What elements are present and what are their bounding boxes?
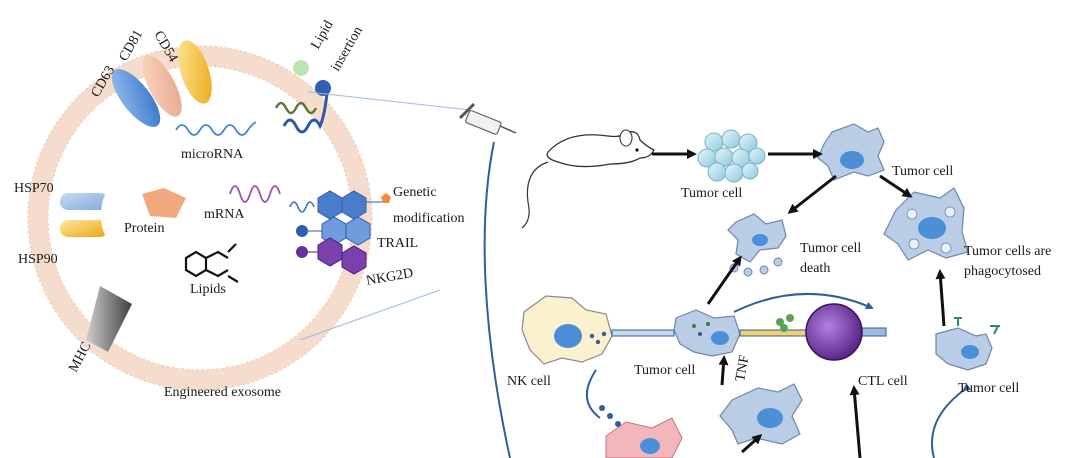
arrow-ctl-loop bbox=[733, 292, 874, 313]
exosome bbox=[27, 40, 391, 391]
guide-line-bottom bbox=[299, 289, 441, 341]
dendritic-cell-icon bbox=[599, 405, 683, 458]
lipid-label-line2: insertion bbox=[328, 24, 365, 74]
receptor-bridges bbox=[611, 314, 887, 337]
lipid-tail-blue bbox=[282, 93, 329, 134]
microrna-label: microRNA bbox=[181, 147, 244, 162]
mrna-strand bbox=[229, 185, 281, 203]
syringe bbox=[458, 102, 517, 135]
trail-anchor bbox=[296, 225, 308, 237]
nkg2d-protein bbox=[308, 237, 367, 275]
genetic-label-line2: modification bbox=[393, 211, 465, 226]
membrane-outer-heads bbox=[27, 45, 373, 391]
lipid-head-green bbox=[293, 60, 309, 76]
arrow-to-death bbox=[787, 174, 837, 214]
tumor-cell-death-icon bbox=[727, 213, 787, 277]
arrow-to-macrophage bbox=[741, 434, 763, 454]
genetic-modification-protein bbox=[317, 190, 386, 220]
arrows bbox=[586, 149, 972, 458]
arrow-right-to-phagocytosis bbox=[935, 269, 946, 327]
tumor-cluster-icon bbox=[697, 129, 766, 183]
phagocytosed-label-line1: Tumor cells are bbox=[964, 244, 1051, 259]
tnf-label: TNF bbox=[733, 354, 752, 383]
microrna-strand bbox=[175, 121, 257, 136]
hsp90-shape bbox=[60, 220, 108, 237]
nk-cell-label: NK cell bbox=[507, 374, 551, 389]
ctl-cell-label: CTL cell bbox=[858, 374, 908, 389]
hsp70-shape bbox=[60, 193, 108, 210]
tumor-cell-right-label: Tumor cell bbox=[958, 381, 1019, 396]
genetic-label-line1: Genetic bbox=[393, 185, 437, 200]
trail-label: TRAIL bbox=[377, 236, 418, 251]
hsp-notch bbox=[101, 191, 119, 239]
ctl-cell-icon bbox=[805, 303, 863, 361]
arrow-right-curve bbox=[931, 383, 972, 458]
mhc-shape bbox=[86, 286, 132, 352]
arrow-up-ctl bbox=[849, 385, 862, 458]
tumor-cell-death-label-line1: Tumor cell bbox=[800, 241, 861, 256]
modification-tag bbox=[381, 193, 391, 203]
arrow-nk-curve bbox=[586, 369, 601, 419]
cd81-protein bbox=[142, 55, 182, 117]
tumor-cell-top-label: Tumor cell bbox=[892, 164, 953, 179]
nkg2d-anchor bbox=[296, 246, 308, 258]
phagocytosed-label-line2: phagocytosed bbox=[964, 264, 1041, 279]
cd63-protein bbox=[111, 69, 161, 127]
lipid-label-line1: Lipid bbox=[308, 18, 336, 52]
hsp70-label: HSP70 bbox=[14, 181, 54, 196]
arrow-middle-to-death bbox=[706, 255, 742, 305]
lipids-structure bbox=[184, 243, 239, 283]
arrow-tnf-up bbox=[718, 355, 729, 386]
mrna-label: mRNA bbox=[204, 207, 245, 222]
mhc-label: MHC bbox=[66, 340, 94, 375]
tumor-cell-top-icon bbox=[817, 123, 885, 181]
tumor-cell-middle-label: Tumor cell bbox=[634, 363, 695, 378]
tumor-cell-grown-label: Tumor cell bbox=[681, 186, 742, 201]
cd54-protein bbox=[178, 40, 212, 104]
nk-cell-icon bbox=[521, 295, 613, 365]
protein-label: Protein bbox=[124, 221, 164, 236]
arrow-to-phagocytosis bbox=[879, 174, 913, 198]
phagocytosis-icon bbox=[883, 187, 969, 261]
trail-protein bbox=[308, 216, 371, 246]
injection-line bbox=[483, 141, 511, 458]
protein-shape bbox=[142, 188, 186, 218]
macrophage-icon bbox=[719, 383, 803, 445]
lipids-label: Lipids bbox=[190, 282, 226, 297]
tumor-cell-right-icon bbox=[935, 317, 1000, 371]
tumor-cell-middle-icon bbox=[673, 309, 741, 357]
guide-line-top bbox=[307, 91, 471, 111]
tumor-cell-death-label-line2: death bbox=[800, 261, 830, 276]
lipid-head-blue bbox=[315, 80, 331, 96]
lipid-tail-green bbox=[274, 101, 318, 115]
hsp90-label: HSP90 bbox=[18, 252, 58, 267]
nkg2d-label: NKG2D bbox=[365, 266, 414, 289]
gene-strand bbox=[289, 201, 315, 213]
mouse-icon bbox=[521, 129, 655, 229]
exosome-membrane bbox=[28, 46, 372, 390]
engineered-exosome-caption: Engineered exosome bbox=[164, 385, 281, 400]
